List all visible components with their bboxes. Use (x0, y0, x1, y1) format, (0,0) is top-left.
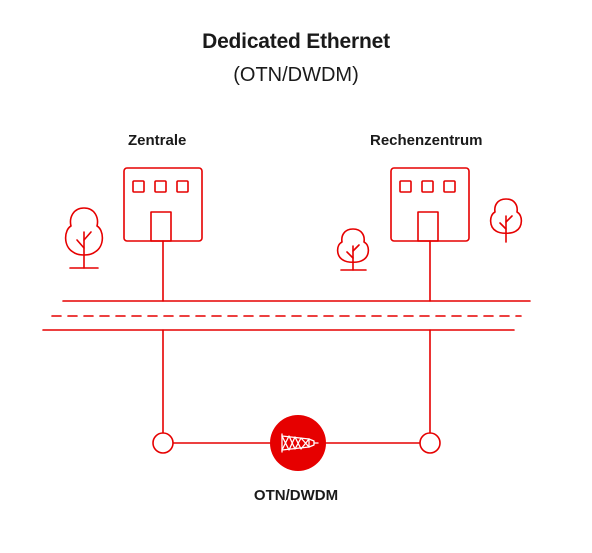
central-office-label: Zentrale (128, 132, 187, 149)
diagram-title: Dedicated Ethernet (202, 30, 390, 53)
otn-dwdm-label: OTN/DWDM (253, 487, 339, 504)
tree-icon (64, 207, 104, 269)
left-endpoint-node (152, 432, 174, 454)
data-center-label: Rechenzentrum (370, 132, 483, 149)
data-center-building-icon (390, 167, 470, 242)
diagram-subtitle: (OTN/DWDM) (233, 64, 359, 86)
tree-icon (489, 198, 523, 243)
central-office-building-icon (123, 167, 203, 242)
road (42, 300, 531, 331)
fiber-optic-icon (281, 433, 319, 453)
right-endpoint-node (419, 432, 441, 454)
tree-icon (336, 228, 370, 271)
otn-dwdm-node (270, 415, 326, 471)
